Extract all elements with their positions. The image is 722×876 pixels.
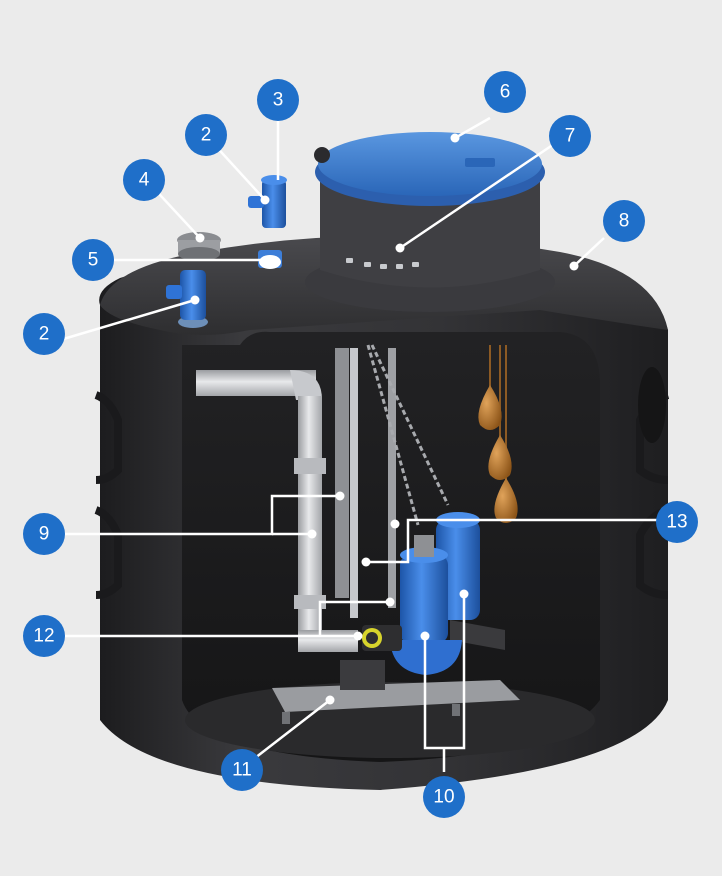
leader-line <box>399 138 561 250</box>
callout-number: 7 <box>565 126 576 147</box>
callout-number: 12 <box>33 626 54 647</box>
base-frame <box>272 660 520 724</box>
callout-badge: 12 <box>23 615 65 657</box>
callout-badge: 9 <box>23 513 65 555</box>
guide-rail <box>350 348 358 618</box>
cable-glands <box>346 258 419 269</box>
callout-number: 10 <box>433 787 454 808</box>
callout-badge: 13 <box>656 501 698 543</box>
leader-line <box>366 518 663 564</box>
callout-badge: 10 <box>423 776 465 818</box>
callout-badge: 5 <box>72 239 114 281</box>
callout-badge: 8 <box>603 200 645 242</box>
leader-line <box>318 600 390 636</box>
float-switch <box>478 385 502 430</box>
callout-badge: 2 <box>23 313 65 355</box>
gate-valve-upper <box>248 175 287 228</box>
leader-line <box>254 699 331 759</box>
float-switches <box>478 345 518 523</box>
callout-number: 8 <box>619 211 630 232</box>
callout-badge: 2 <box>185 114 227 156</box>
callout-number: 2 <box>201 125 212 146</box>
callout-badge: 4 <box>123 159 165 201</box>
callout-number: 6 <box>500 82 511 103</box>
float-switch <box>488 435 512 480</box>
gate-valve-lower <box>166 270 208 328</box>
leader-line <box>573 237 605 267</box>
leader-dots <box>190 133 579 705</box>
leader-line <box>58 494 340 536</box>
callout-number: 4 <box>139 170 150 191</box>
tank-rib <box>94 506 122 599</box>
callout-badge: 11 <box>221 749 263 791</box>
lid-cover <box>318 132 542 196</box>
lifting-chains <box>366 344 450 526</box>
callout-number: 3 <box>273 90 284 111</box>
callouts: 2 3 4 5 6 7 8 2 <box>23 71 698 818</box>
callout-number: 13 <box>666 512 687 533</box>
inlet-connection <box>177 232 221 261</box>
leader-line <box>211 141 266 201</box>
float-switch <box>494 478 518 523</box>
tank-side-opening <box>638 367 666 443</box>
pipe-horizontal-bottom <box>298 630 358 652</box>
leader-line <box>59 298 196 342</box>
leader-line <box>454 116 491 140</box>
callout-number: 2 <box>39 324 50 345</box>
pipe-elbow <box>290 370 322 400</box>
callout-badge: 3 <box>257 79 299 121</box>
discharge-pipes <box>196 348 396 652</box>
lid-hinge <box>314 147 330 163</box>
callout-badge: 6 <box>484 71 526 113</box>
callout-number: 5 <box>88 250 99 271</box>
callout-number: 11 <box>232 760 252 781</box>
callout-badge: 7 <box>549 115 591 157</box>
callout-number: 9 <box>39 524 50 545</box>
leader-lines <box>58 104 663 772</box>
pipe-joint <box>294 458 326 474</box>
pipe-joint <box>294 595 326 609</box>
tank-rib <box>94 391 122 484</box>
access-shaft <box>305 132 555 312</box>
guide-rail <box>388 348 396 608</box>
lid-handle <box>465 158 495 167</box>
pipe-vertical-middle <box>335 348 349 598</box>
